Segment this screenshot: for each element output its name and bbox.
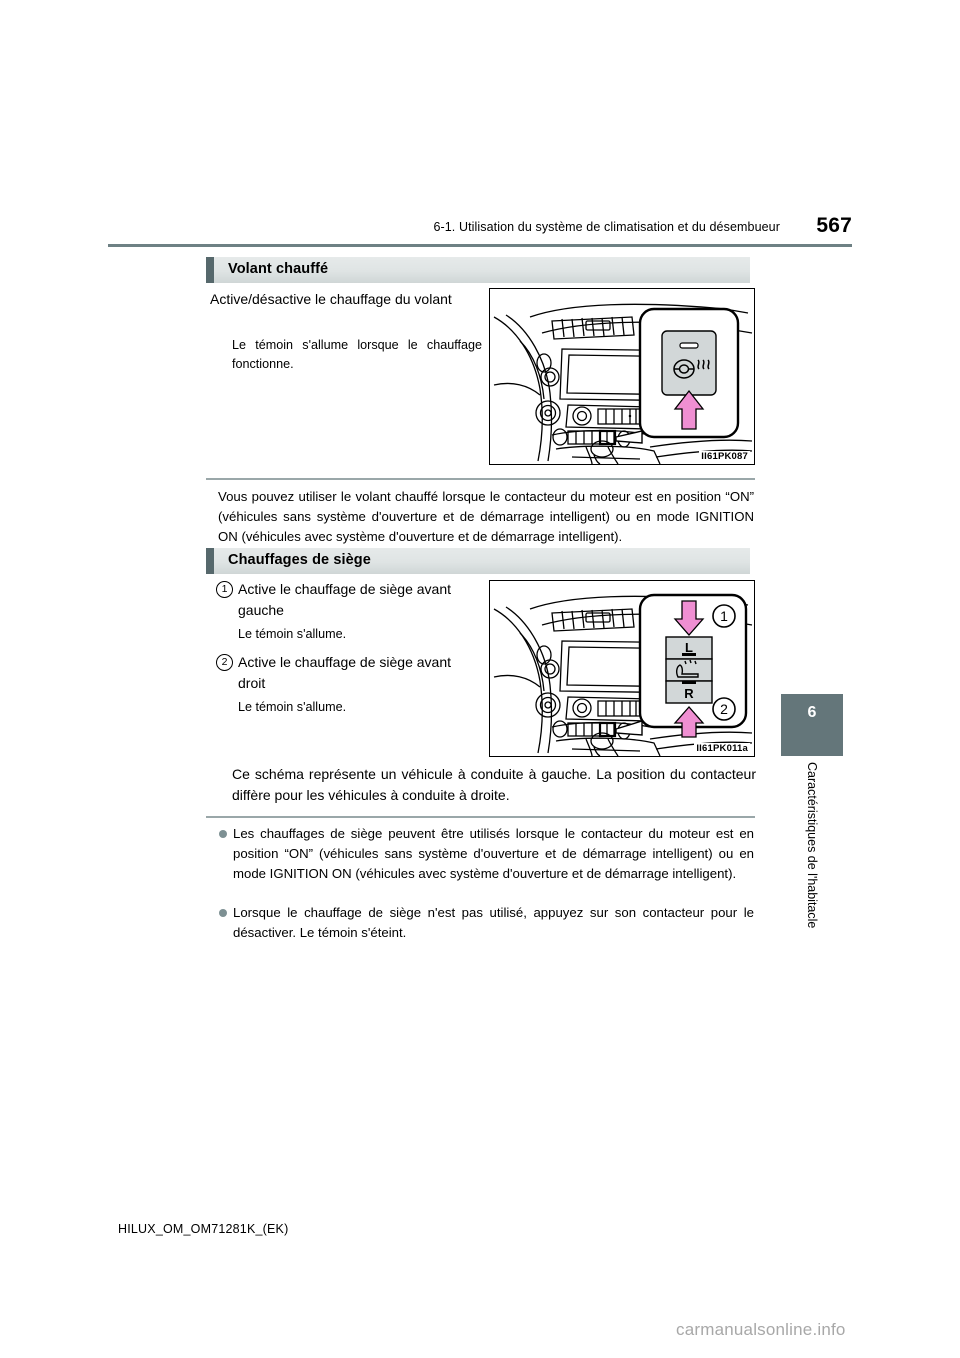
dashboard-illustration-2: 1 L R 2: [493, 593, 753, 757]
figure-label-left: L: [685, 640, 693, 655]
arrow-up-pink-2: [673, 706, 705, 738]
section-title-volant-chauffe: Volant chauffé: [228, 261, 329, 277]
list-item-1: 1: [216, 580, 233, 598]
divider-after-volant: [206, 478, 755, 480]
figure-caption-1: II61PK087: [699, 451, 750, 462]
seat-heater-2-lead: Active le chauffage de siège avant droit: [238, 654, 452, 691]
divider-after-note: [206, 816, 755, 818]
watermark: carmanualsonline.info: [676, 1320, 846, 1339]
list-item-2: 2: [216, 653, 233, 671]
header-section-title: 6-1. Utilisation du système de climatisa…: [433, 220, 780, 234]
figure-seat-heater: 1 L R 2 II61PK011a: [489, 580, 755, 757]
figure-callout-2: 2: [720, 701, 728, 717]
section-header-chauffages-de-siege: Chauffages de siège: [206, 548, 750, 574]
section-title-chauffages-de-siege: Chauffages de siège: [228, 552, 371, 568]
page-header: 6-1. Utilisation du système de climatisa…: [108, 214, 852, 252]
callout-number-2: 2: [216, 654, 233, 671]
figure-steering-wheel-heater: II61PK087: [489, 288, 755, 465]
page-number: 567: [816, 214, 852, 237]
section-accent-bar: [206, 257, 214, 283]
bullet-icon-1: [219, 830, 227, 838]
section-band-background-2: [214, 548, 750, 574]
seat-heater-2-sub: Le témoin s'allume.: [238, 700, 347, 714]
volant-note-text: Vous pouvez utiliser le volant chauffé l…: [218, 489, 754, 544]
figure-callout-1: 1: [720, 608, 728, 624]
figure-label-right: R: [684, 686, 694, 701]
section-header-volant-chauffe: Volant chauffé: [206, 257, 750, 283]
figure-caption-2: II61PK011a: [694, 743, 750, 754]
seat-heater-1-lead: Active le chauffage de siège avant gauch…: [238, 581, 452, 618]
callout-number-1: 1: [216, 581, 233, 598]
volant-sub-text: Le témoin s'allume lorsque le chauffage …: [232, 338, 482, 371]
document-code: HILUX_OM_OM71281K_(EK): [118, 1222, 289, 1236]
chapter-tab: 6: [781, 694, 843, 756]
volant-lead-text: Active/désactive le chauffage du volant: [210, 291, 452, 307]
bullet-text-2: Lorsque le chauffage de siège n'est pas …: [233, 905, 754, 940]
arrow-up-pink: [673, 389, 705, 430]
section-band-background: [214, 257, 750, 283]
dashboard-illustration-1: [493, 303, 753, 465]
seat-heater-note-text: Ce schéma représente un véhicule à condu…: [232, 766, 756, 803]
header-divider: [108, 244, 852, 247]
chapter-tab-number: 6: [807, 704, 817, 721]
arrow-down-pink: [673, 600, 705, 636]
chapter-tab-label: Caractéristiques de l'habitacle: [805, 762, 819, 929]
seat-heater-1-sub: Le témoin s'allume.: [238, 627, 347, 641]
section-accent-bar-2: [206, 548, 214, 574]
bullet-text-1: Les chauffages de siège peuvent être uti…: [233, 826, 754, 881]
bullet-icon-2: [219, 909, 227, 917]
